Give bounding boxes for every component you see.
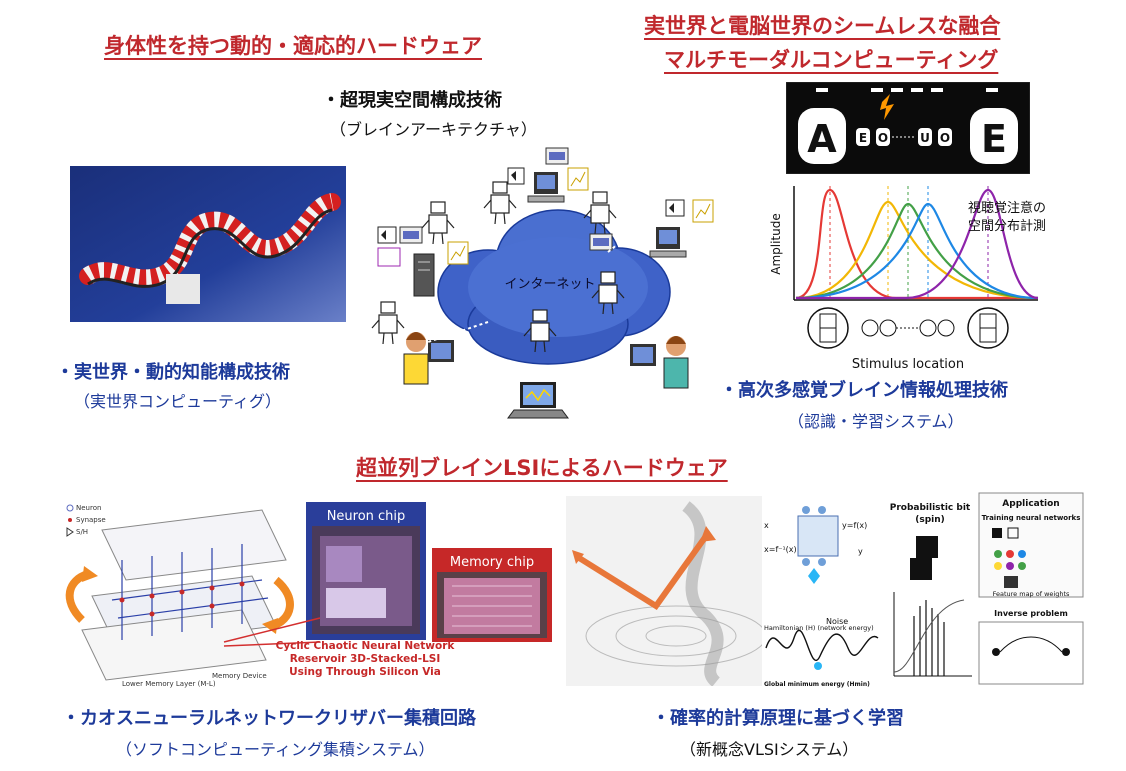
- stimulus-sequence: E O U O: [856, 128, 952, 146]
- header-dynamic-hardware: 身体性を持つ動的・適応的ハードウェア: [104, 34, 482, 58]
- robot-icon: [591, 271, 625, 315]
- server-icon: [413, 253, 435, 297]
- robot-icon: [523, 309, 557, 353]
- annotation-line1: 視聴覚注意の: [968, 200, 1046, 216]
- header-seamless-fusion: 実世界と電脳世界のシームレスな融合: [644, 14, 1001, 38]
- legend-sh: S/H: [76, 528, 88, 536]
- robot-icon: [371, 301, 405, 345]
- multisensory-title: ・高次多感覚ブレイン情報処理技術: [720, 380, 1008, 401]
- red-connector-lines: [223, 617, 321, 647]
- inverse-label: Inverse problem: [994, 609, 1068, 618]
- header-brain-lsi: 超並列ブレインLSIによるハードウェア: [356, 456, 728, 480]
- internet-network-diagram: インターネット: [371, 147, 714, 419]
- robot-icon: [421, 201, 455, 245]
- header-multimodal: マルチモーダルコンピューティング: [664, 48, 999, 72]
- app-sub: Training neural networks: [982, 514, 1081, 522]
- application-panel: Application Training neural networks Fea…: [978, 492, 1084, 685]
- laptop-icon: [507, 382, 569, 419]
- av-stimulus-panel: A E E O U O: [786, 82, 1030, 174]
- snake-robot-photo: [70, 166, 346, 322]
- legend-neuron: Neuron: [76, 504, 101, 512]
- person-at-computer-icon: [630, 336, 689, 389]
- probabilistic-title: ・確率的計算原理に基づく学習: [652, 708, 904, 729]
- finv-label: x=f⁻¹(x): [764, 545, 797, 554]
- brain-arch-subtitle: （ブレインアーキテクチャ）: [330, 120, 537, 139]
- flash-icon: [880, 94, 894, 120]
- fx-label: y=f(x): [842, 521, 867, 530]
- x-axis-label: Stimulus location: [852, 357, 964, 372]
- feature-map-label: Feature map of weights: [993, 590, 1070, 598]
- stimulus-letter-e: E: [981, 117, 1007, 161]
- stimulus-location-row: [807, 307, 1009, 349]
- energy-landscape-image: [566, 496, 762, 686]
- real-world-title: ・実世界・動的知能構成技術: [56, 362, 290, 383]
- annotation-line2: 空間分布計測: [968, 218, 1046, 234]
- brain-arch-title: ・超現実空間構成技術: [322, 90, 502, 111]
- svg-text:U: U: [920, 131, 930, 145]
- neuron-chip-label: Neuron chip: [327, 509, 406, 524]
- memory-chip-label: Memory chip: [450, 555, 534, 570]
- real-world-subtitle: （実世界コンピューティグ）: [74, 392, 282, 411]
- svg-text:E: E: [859, 131, 867, 145]
- computer-icon: [527, 172, 565, 203]
- multisensory-subtitle: （認識・学習システム）: [788, 412, 964, 431]
- robot-icon: [583, 191, 617, 235]
- person-at-computer-icon: [403, 332, 454, 385]
- y-axis-label: Amplitude: [769, 213, 783, 275]
- computer-icon: [649, 227, 687, 258]
- legend-synapse: Synapse: [76, 516, 106, 524]
- neuron-chip-photo: Neuron chip: [306, 502, 426, 640]
- hamiltonian-panel: x y=f(x) x=f⁻¹(x) y Hamiltonian (H) (net…: [762, 488, 882, 690]
- memory-chip-photo: Memory chip: [432, 548, 552, 642]
- lower-memory-layer: Lower Memory Layer (M-L): [122, 680, 216, 688]
- pbit-panel: Probabilistic bit (spin): [884, 496, 976, 688]
- chaotic-subtitle: （ソフトコンピューティング集積システム）: [116, 740, 435, 759]
- media-icons: [377, 147, 714, 267]
- cloud-label: インターネット: [504, 277, 595, 292]
- stacked-lsi-diagram: Neuron Synapse S/H Lower Memory Layer (M…: [65, 504, 294, 688]
- chaotic-caption: Cyclic Chaotic Neural Network Reservoir …: [275, 640, 455, 678]
- pbit-label-line1: Probabilistic bit: [890, 503, 971, 513]
- pbit-label-line2: (spin): [915, 515, 945, 525]
- hamiltonian-label: Hamiltonian (H) (network energy): [764, 624, 874, 632]
- svg-text:O: O: [940, 131, 950, 145]
- y-label: y: [858, 547, 863, 556]
- amplitude-chart: Amplitude 視聴覚注意の 空間分布計測 Stimulus locatio…: [769, 186, 1046, 372]
- chaotic-title: ・カオスニューラルネットワークリザバー集積回路: [62, 708, 476, 729]
- memory-device-label: Memory Device: [212, 672, 267, 680]
- probabilistic-subtitle: （新概念VLSIシステム）: [680, 740, 859, 759]
- stimulus-letter-a: A: [807, 117, 837, 161]
- robot-icon: [483, 181, 517, 225]
- global-min-label: Global minimum energy (Hmin): [764, 681, 870, 688]
- svg-text:O: O: [878, 131, 888, 145]
- x-label: x: [764, 521, 769, 530]
- noise-label: Noise: [826, 617, 848, 626]
- app-title: Application: [1002, 499, 1059, 509]
